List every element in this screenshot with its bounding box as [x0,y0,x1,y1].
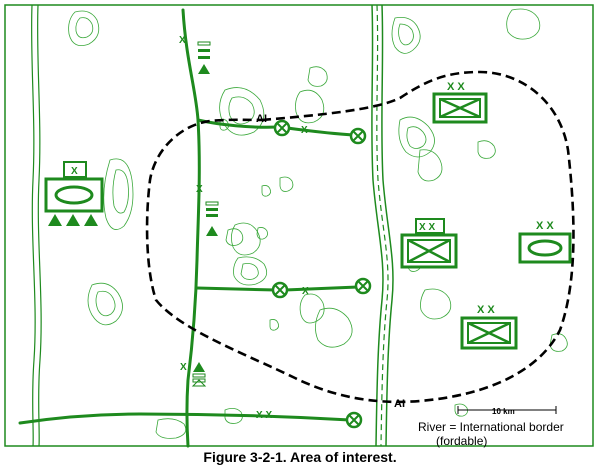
enemy-unit-northeast: X X [432,81,488,124]
unit-column-north [197,41,211,74]
unit-column-middle [205,201,219,236]
svg-text:X X: X X [477,304,495,316]
junction-north-east [349,127,367,145]
boundary-mark-south-road: X X [256,410,272,421]
junction-symbols [271,119,372,429]
junction-north-west [273,119,291,137]
east-river-border [371,4,394,447]
scale-bar [457,406,557,414]
area-label-south: AI [394,398,405,410]
svg-text:X X: X X [419,222,435,233]
boundary-mark-north-road: X [179,35,186,46]
west-river [30,4,42,447]
enemy-unit-center-2: X X [460,304,518,350]
boundary-mark-road-west: X [196,184,203,195]
svg-text:X: X [71,166,78,177]
scale-label: 10 km [492,407,515,416]
friendly-unit-west: X [44,161,104,226]
area-of-interest-map: AI AI X X X X X X X X X X [4,4,594,448]
legend-line-2: (fordable) [436,434,487,448]
roads [18,8,360,448]
junction-mid-east [354,277,372,295]
boundary-mark-south-left: X [180,362,187,373]
unit-column-south [191,362,207,387]
map-frame [4,4,594,447]
svg-text:X X: X X [536,220,554,232]
enemy-unit-east: X X [518,220,572,264]
area-of-interest-boundary [145,70,575,404]
legend-line-1: River = International border [418,420,564,434]
boundary-mark-mid-road-2: X [302,286,309,297]
area-label-north: AI [256,113,267,125]
figure-caption: Figure 3-2-1. Area of interest. [203,449,397,465]
svg-text:X X: X X [447,81,465,93]
junction-south [345,411,363,429]
enemy-unit-center-1: X X [400,218,458,269]
junction-mid-west [271,281,289,299]
boundary-mark-mid-road-1: X [301,125,308,136]
terrain-contours [68,8,568,439]
